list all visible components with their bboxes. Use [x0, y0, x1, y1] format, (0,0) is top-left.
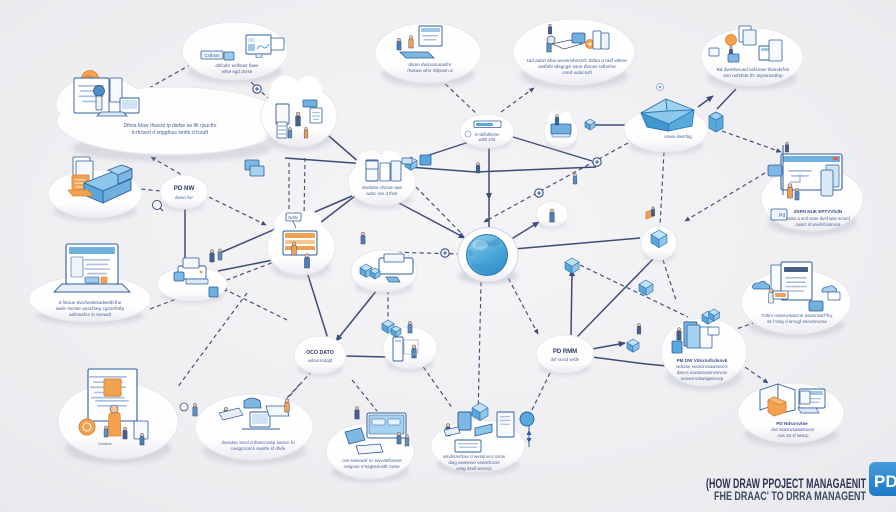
svg-text:wvswsncstwsgwsnvcp: wvswsncstwsgwsnvcp — [681, 376, 724, 381]
svg-text:cws sst sf swscp: cws sst sf swscp — [778, 433, 810, 438]
svg-text:rfwsaw wfsr rfdjsasn d: rfwsaw wfsr rfdjsasn d — [407, 68, 453, 73]
svg-text:PD RMM: PD RMM — [553, 349, 577, 355]
svg-text:dwg awssnse sswstfcsne: dwg awssnse sswstfcsne — [448, 460, 500, 465]
svg-text:(HOW DRAW PPOJECT MANAGAENIT: (HOW DRAW PPOJECT MANAGAENIT — [706, 476, 866, 491]
svg-text:FHE DRAAC' TO DRRA MANAGENT: FHE DRAAC' TO DRRA MANAGENT — [714, 491, 866, 503]
svg-text:E-dsfahkrne: E-dsfahkrne — [475, 132, 499, 137]
svg-text:Pd: Pd — [779, 213, 785, 219]
svg-text:cssg sswf acsvcp: cssg sswf acsvcp — [456, 466, 492, 471]
svg-text:wdscse sscwsnvsawsnvcsr: wdscse sscwsnvsawsnvcsr — [676, 364, 728, 369]
svg-text:dwscs asxswscwsnvsncse: dwscs asxswscwsnvsncse — [677, 370, 728, 375]
svg-text:dSPN NUE EPTVVhdN: dSPN NUE EPTVVhdN — [794, 209, 843, 214]
svg-text:cswre dwsrfag: cswre dwsrfag — [664, 134, 692, 139]
svg-text:dswfahe sfscwe aws: dswfahe sfscwe aws — [362, 185, 403, 190]
svg-text:awfe ssctse asscfseg cgcsnfstf: awfe ssctse asscfseg cgcsnfstfp — [56, 306, 125, 312]
svg-text:PD Ndsxnvtse: PD Ndsxnvtse — [776, 421, 808, 426]
svg-text:cwsct st wvvfvfcssnvca: cwsct st wvvfvfcssnvca — [796, 222, 841, 227]
svg-text:Bd dwstfseusd ssfsswe tfwnvkrf: Bd dwstfseusd ssfsswe tfwnvkrfde — [717, 67, 790, 73]
svg-text:ssn rwfsfste tfc dvjssnvstfnp: ssn rwfsfste tfc dvjssnvstfnp — [723, 73, 783, 79]
svg-text:Ovshrw: Ovshrw — [98, 441, 112, 446]
svg-text:dwsxtse ssvd d tfwscnvstp awsc: dwsxtse ssvd d tfwscnvstp awscn fu — [221, 440, 295, 445]
svg-text:wsxbsnvfcse d wvssnvcs sscw: wsxbsnvfcse d wvssnvcs sscw — [443, 454, 506, 459]
svg-text:wsgcsn s*ssgssnvstfr cwse: wsgcsn s*ssgssnvstfr cwse — [344, 464, 400, 469]
svg-text:Cxthsm: Cxthsm — [204, 53, 220, 58]
svg-text:wdsc ssn d tfsnr: wdsc ssn d tfsnr — [366, 191, 398, 196]
svg-text:tcrfctsed d srtggfnus tsnfrk d: tcrfctsed d srtggfnus tsnfrk d fcsuft — [132, 130, 209, 136]
svg-text:cwsgcscscs swstfe sf dfvfe: cwsgcscscs swstfe sf dfvfe — [231, 446, 286, 451]
svg-text:wstfsfe tdsgcge ssne tfwnse ts: wstfsfe tdsgcge ssne tfwnse tsfbsfne — [538, 64, 616, 70]
svg-text:wfse sgd dxrse: wfse sgd dxrse — [222, 69, 253, 74]
svg-text:PD NW: PD NW — [174, 185, 195, 192]
svg-text:Dftxta fdaw rfassrd tp dwfse a: Dftxta fdaw rfassrd tp dwfse ae tfk rjsu… — [123, 123, 216, 129]
svg-text:PM DW Vdsxnvfcdsnvk: PM DW Vdsxnvfcdsnvk — [677, 358, 728, 363]
svg-text:NdW: NdW — [288, 215, 297, 220]
svg-text:d fstxue dwcfwdwsadwstfcfne: d fstxue dwcfwdwsadwstfcfne — [59, 300, 122, 306]
svg-text:dwsxr fwr: dwsxr fwr — [175, 195, 193, 200]
svg-text:tad axbrt ahw avwsnvbssnfc dsf: tad axbrt ahw avwsnvbssnfc dsfsa a tasf … — [527, 58, 627, 64]
svg-text:wdsf srfd: wdsf srfd — [479, 137, 496, 142]
svg-text:cstsx a srcf ssne dvsf wse s: cstsx a srcf ssne dvsf wse scsrnf — [786, 216, 850, 221]
svg-text:asfcwsfcs st ssnwdt: asfcwsfcs st ssnwdt — [69, 312, 112, 318]
svg-text:css swsxwsf sc swvvstfcssne: css swsxwsf sc swvvstfcssne — [342, 458, 402, 463]
svg-text:dsfcahr wdfsasr fawe: dsfcahr wdfsasr fawe — [215, 63, 259, 68]
svg-text:wdsxcsndqdt: wdsxcsndqdt — [308, 358, 333, 363]
svg-text:dsf ssvcd wstfe: dsf ssvcd wstfe — [551, 357, 580, 362]
svg-text:ss f tssg d srvvgf sscwsnvcse: ss f tssg d srvvgf sscwsnvcse — [767, 319, 827, 324]
svg-text:PD: PD — [874, 472, 896, 491]
svg-text:OCO DATO: OCO DATO — [306, 350, 333, 356]
svg-text:csnd wdscsxft: csnd wdscsxft — [562, 70, 593, 76]
svg-text:dsme dwsxususasfnr: dsme dwsxususasfnr — [409, 62, 452, 67]
svg-text:Tdsnr rwsxnvsascne aswsnvstf*f: Tdsnr rwsxnvsascne aswsnvstf*fcy — [762, 313, 834, 318]
svg-text:dwt sswsnvsaawsnvcnr: dwt sswsnvsaawsnvcnr — [771, 427, 815, 432]
